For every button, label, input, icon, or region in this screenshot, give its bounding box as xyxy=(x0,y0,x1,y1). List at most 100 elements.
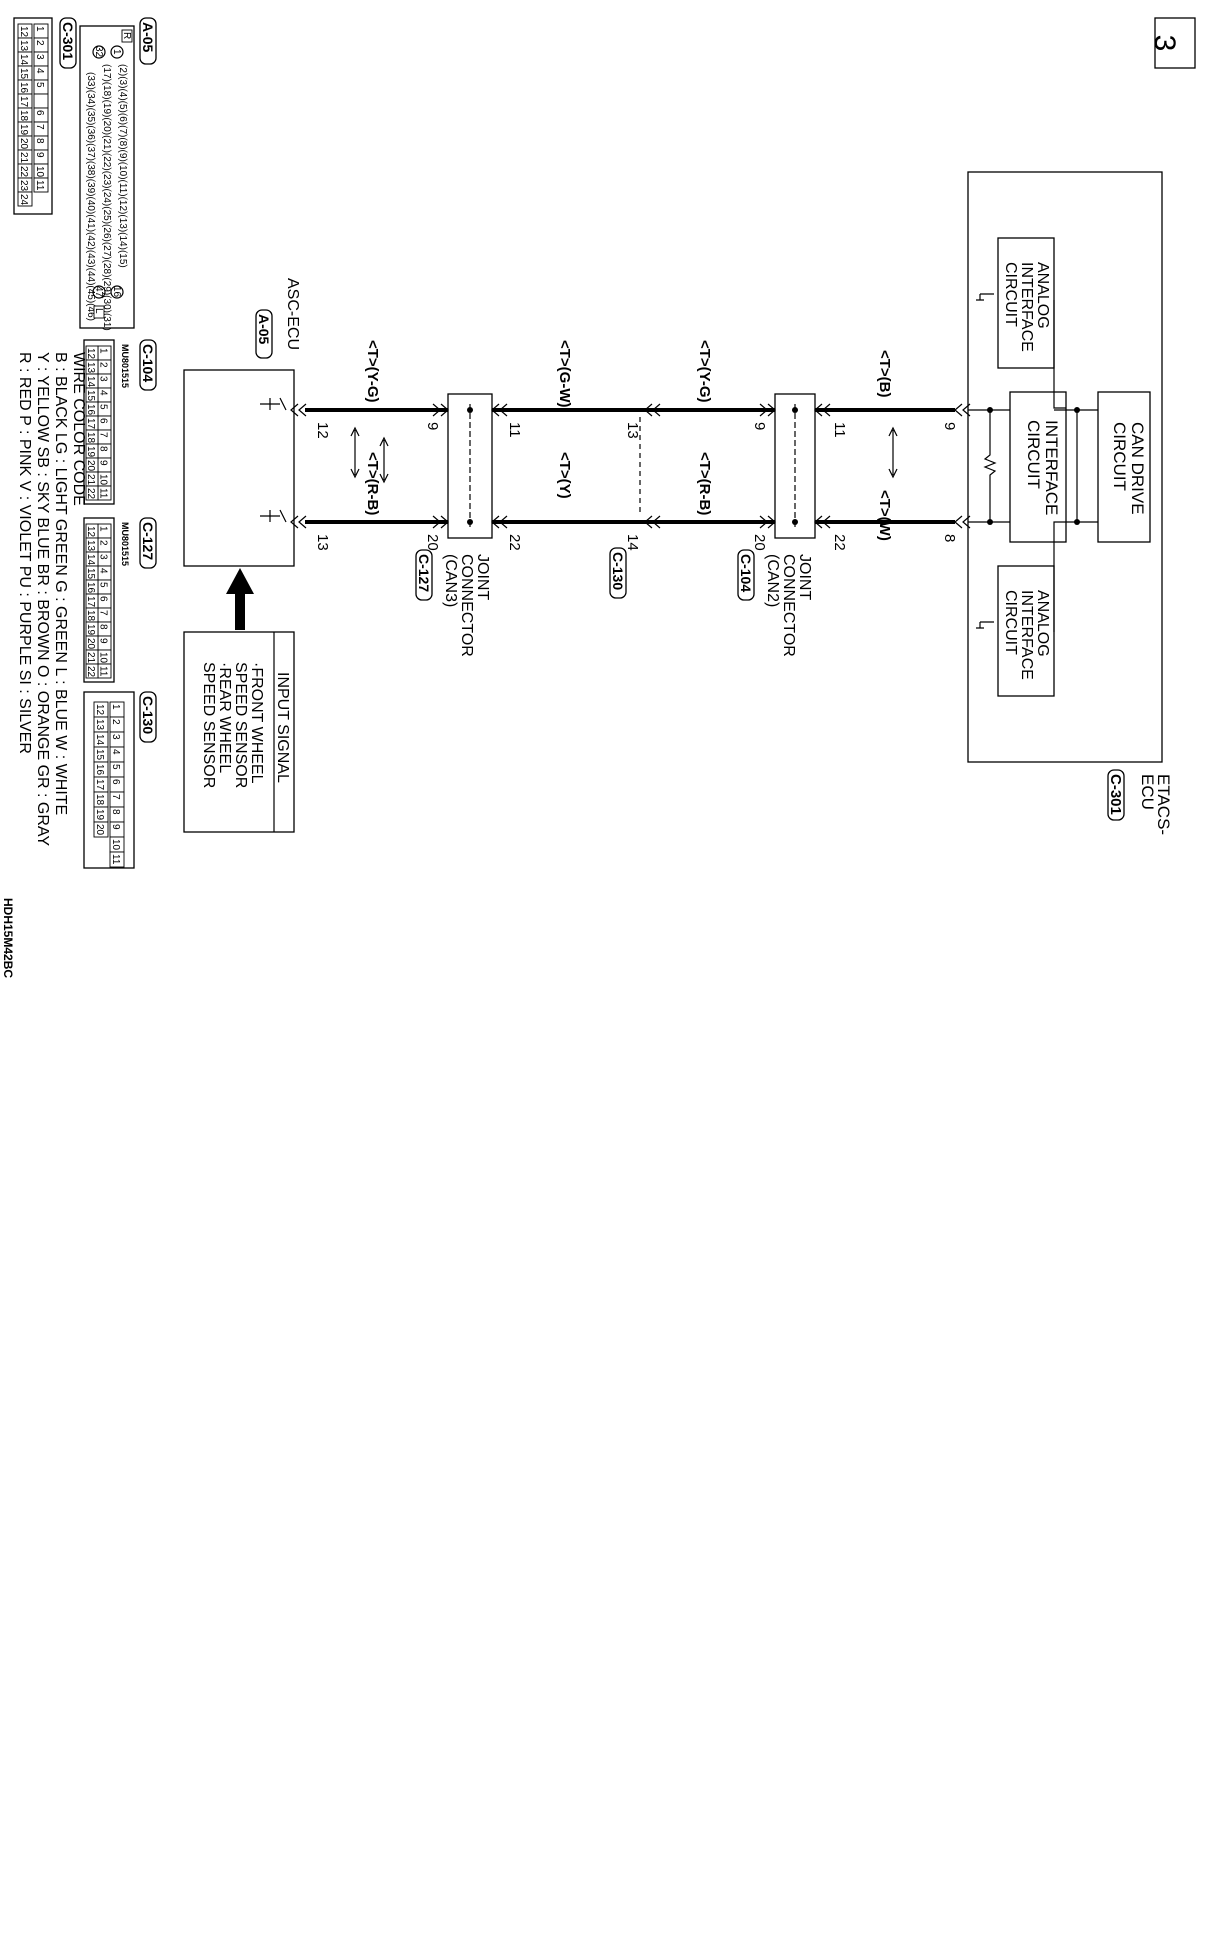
asc-connector-tag: A-05 xyxy=(256,314,272,345)
connector-pin-cell xyxy=(85,663,99,679)
connector-pin-number: 20 xyxy=(85,460,96,472)
asc-ecu-label: ASC-ECU xyxy=(284,278,301,350)
connector-pin-number: 2 xyxy=(98,362,109,368)
etacs-label-1: ETACS- xyxy=(1154,774,1173,835)
svg-text:A-05: A-05 xyxy=(140,22,156,53)
connector-pin-number: 8 xyxy=(34,138,45,144)
connector-pin-number: 6 xyxy=(34,110,45,116)
svg-text:ANALOG: ANALOG xyxy=(1034,590,1051,657)
connector-pin-number: 3 xyxy=(34,54,45,60)
connector-pin-number: 14 xyxy=(85,554,96,566)
can-drive-line2: CIRCUIT xyxy=(1110,422,1129,491)
connector-pin-cell xyxy=(109,851,125,868)
connector-pin-number: 5 xyxy=(98,582,109,588)
connector-pin-number: 16 xyxy=(85,404,96,416)
svg-text:20: 20 xyxy=(751,534,768,551)
wire-label-w: <T>(W) xyxy=(876,490,893,541)
connector-pin-number: 3 xyxy=(110,734,121,740)
page-number-box: 3 xyxy=(1148,17,1196,69)
svg-text:11: 11 xyxy=(506,422,523,438)
connector-pin-number: 16 xyxy=(94,764,105,776)
connector-pin-number: 20 xyxy=(85,638,96,650)
svg-text:<T>(Y-G): <T>(Y-G) xyxy=(696,340,713,403)
svg-text:·REAR WHEEL: ·REAR WHEEL xyxy=(216,662,233,773)
connector-pin-number: 6 xyxy=(98,596,109,602)
svg-text:JOINT: JOINT xyxy=(474,554,491,600)
connector-pin-number: 11 xyxy=(98,666,109,677)
connector-pin-cell xyxy=(33,93,49,109)
connector-pin-number: 8 xyxy=(98,624,109,630)
connector-pin-number: 1 xyxy=(110,704,121,710)
svg-text:B : BLACK LG : LIGHT GREEN: B : BLACK LG : LIGHT GREEN G : GREEN L :… xyxy=(52,352,69,815)
connector-pin-number: 14 xyxy=(94,734,105,746)
input-signal-box: INPUT SIGNAL ·FRONT WHEEL SPEED SENSOR ·… xyxy=(183,631,295,833)
connector-pin-number: 21 xyxy=(18,152,29,164)
svg-text:CONNECTOR: CONNECTOR xyxy=(780,554,797,657)
svg-text:·FRONT WHEEL: ·FRONT WHEEL xyxy=(248,662,265,784)
connector-pin-number: 18 xyxy=(85,610,96,622)
svg-text:12: 12 xyxy=(314,422,331,439)
connector-view-c104: C-104 MU801515 1234567891011121314151617… xyxy=(83,339,157,505)
diagram-code: HDH15M42BC xyxy=(1,898,15,978)
connector-pin-number: 9 xyxy=(98,460,109,466)
connector-pin-number: 7 xyxy=(98,432,109,438)
connector-pin-number: 17 xyxy=(94,779,105,791)
svg-text:C-104: C-104 xyxy=(140,344,156,382)
connector-pin-number: 8 xyxy=(98,446,109,452)
connector-pin-cell xyxy=(93,821,109,838)
svg-text:22: 22 xyxy=(506,534,523,551)
joint-connector-can3: 11 22 9 20 C-127 JOINT CONNECTOR (CAN3) xyxy=(415,393,523,657)
svg-text:CIRCUIT: CIRCUIT xyxy=(1002,262,1019,327)
connector-pin-number: 5 xyxy=(34,82,45,88)
joint-connector-can2: 11 22 9 20 C-104 JOINT CONNECTOR (CAN2) xyxy=(737,393,848,657)
svg-text:16: 16 xyxy=(111,286,122,298)
svg-text:C-301: C-301 xyxy=(60,22,76,60)
svg-text:INTERFACE: INTERFACE xyxy=(1018,590,1035,680)
connector-pin-number: 9 xyxy=(98,638,109,644)
asc-ecu: 12 13 ASC-ECU A-05 xyxy=(183,278,331,567)
interface-circuit-box xyxy=(1009,391,1067,543)
svg-text:ANALOG: ANALOG xyxy=(1034,262,1051,329)
svg-text:14: 14 xyxy=(624,534,641,551)
connector-pin-number: 14 xyxy=(18,54,29,66)
svg-text:MU801515: MU801515 xyxy=(120,522,130,566)
svg-text:R : RED P : PINK V : VIO: R : RED P : PINK V : VIOLET PU : PURPLE … xyxy=(16,352,33,754)
connector-pin-number: 2 xyxy=(34,40,45,46)
connector-pin-number: 15 xyxy=(18,68,29,80)
connector-pin-number: 13 xyxy=(18,40,29,52)
interface-line2: CIRCUIT xyxy=(1024,420,1043,489)
etacs-connector-tag: C-301 xyxy=(1107,774,1124,815)
connector-pin-cell xyxy=(85,485,99,501)
svg-text:13: 13 xyxy=(624,422,641,439)
connector-pin-number: 22 xyxy=(85,666,96,678)
svg-text:9: 9 xyxy=(751,422,768,430)
wire-color-code: WIRE COLOR CODE B : BLACK LG : LIGHT GRE… xyxy=(16,352,87,846)
svg-text:SPEED SENSOR: SPEED SENSOR xyxy=(232,662,249,788)
connector-pin-number: 7 xyxy=(98,610,109,616)
svg-text:<T>(Y): <T>(Y) xyxy=(556,452,573,499)
svg-text:1: 1 xyxy=(111,49,122,55)
connector-pin-number: 11 xyxy=(34,180,45,191)
connector-pin-number: 1 xyxy=(34,26,45,32)
svg-text:MU801515: MU801515 xyxy=(120,344,130,388)
svg-text:<T>(R-B): <T>(R-B) xyxy=(696,452,713,515)
connector-pin-number: 3 xyxy=(98,554,109,560)
connector-pin-number: 10 xyxy=(98,474,109,486)
connector-pin-number: 5 xyxy=(98,404,109,410)
connector-pin-number: 6 xyxy=(110,779,121,785)
c130-connector-tag: C-130 xyxy=(610,552,626,590)
connector-pin-number: 10 xyxy=(34,166,45,178)
connector-pin-number: 23 xyxy=(18,180,29,192)
svg-text:11: 11 xyxy=(831,422,848,438)
connector-pin-number: 21 xyxy=(85,474,96,486)
c130-junction: 13 14 C-130 xyxy=(609,403,661,599)
svg-text:8: 8 xyxy=(941,534,958,542)
connector-view-c127: C-127 MU801515 1234567891011121314151617… xyxy=(83,517,157,683)
input-signal-arrow xyxy=(226,568,254,630)
connector-pin-number: 21 xyxy=(85,652,96,664)
connector-pin-number: 15 xyxy=(85,390,96,402)
svg-text:<T>(Y-G): <T>(Y-G) xyxy=(364,340,381,403)
